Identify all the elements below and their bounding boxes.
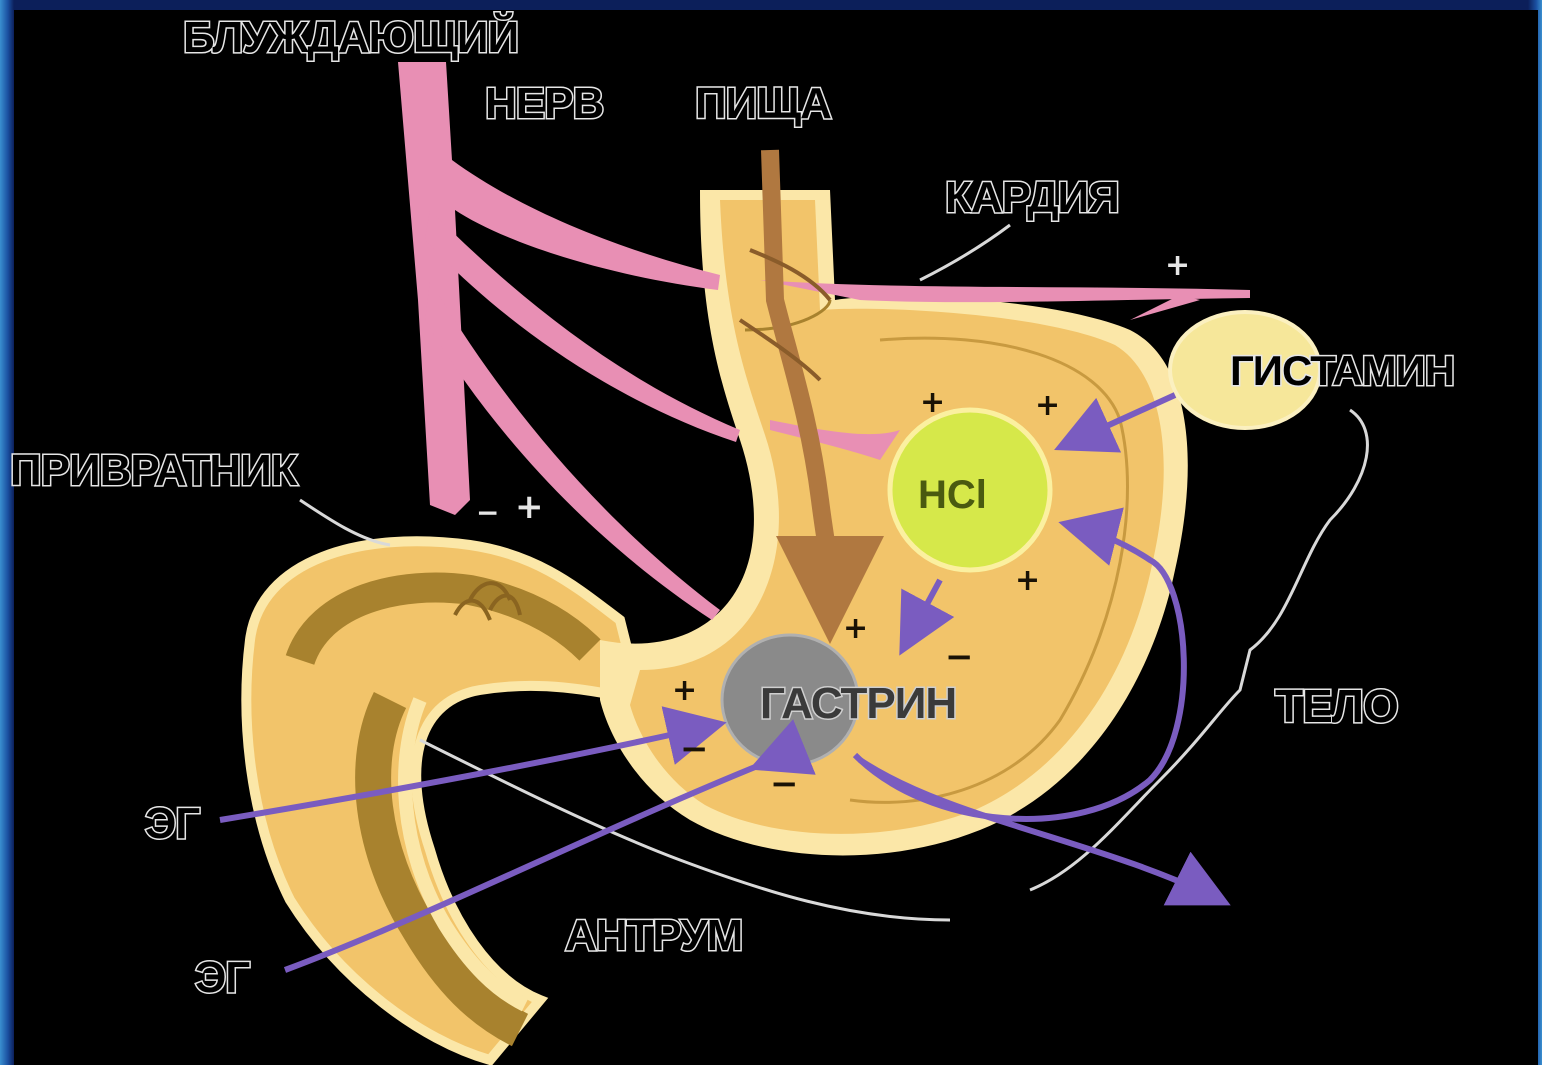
eg-upper-label: ЭГ [145, 799, 200, 848]
pylorus-label: ПРИВРАТНИК [10, 446, 298, 495]
body-label: ТЕЛО [1275, 680, 1398, 732]
plus-sign: + [920, 385, 945, 420]
gastrin-label: ГАСТРИН [760, 679, 956, 728]
minus-sign: − [680, 729, 709, 769]
plus-sign: + [515, 487, 544, 527]
minus-sign: − [770, 764, 799, 804]
plus-sign: + [1015, 563, 1040, 598]
hcl-label: HCl [918, 473, 987, 517]
cardia-label: КАРДИЯ [945, 173, 1119, 222]
vagus-nerve-label-line2: НЕРВ [485, 79, 603, 128]
labels: БЛУЖДАЮЩИЙ НЕРВ ПИЩА КАРДИЯ ГИСТАМИН ПРИ… [10, 11, 1454, 1002]
eg-lower-label: ЭГ [195, 953, 250, 1002]
plus-sign: + [672, 673, 697, 708]
plus-sign: + [1165, 248, 1190, 283]
duodenum [246, 541, 640, 1060]
antrum-label: АНТРУМ [565, 911, 742, 960]
minus-sign: − [476, 496, 499, 529]
minus-sign: − [945, 637, 974, 677]
food-label: ПИЩА [695, 79, 831, 128]
histamine-label: ГИСТАМИН [1230, 347, 1454, 394]
plus-sign: + [843, 611, 868, 646]
vagus-nerve-label-line1: БЛУЖДАЮЩИЙ [183, 11, 518, 62]
plus-sign: + [1035, 388, 1060, 423]
